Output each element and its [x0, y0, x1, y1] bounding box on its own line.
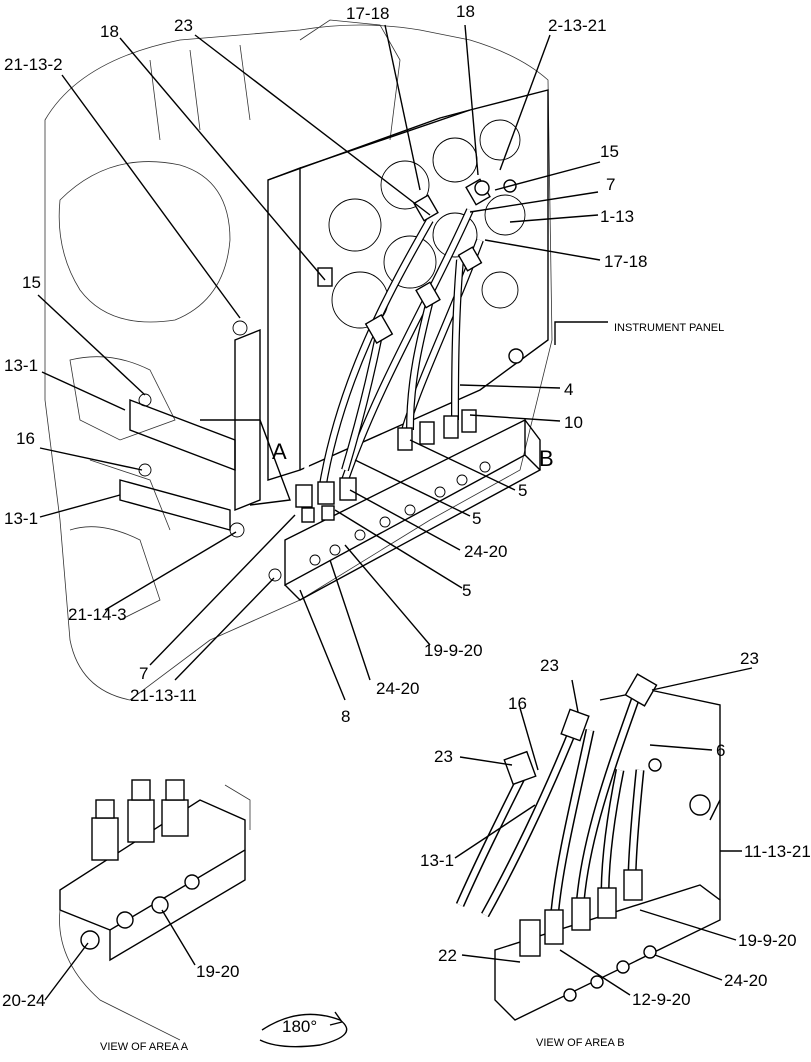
- leader-lines-main: [37, 24, 608, 701]
- callout-19-20: 19-20: [196, 962, 239, 981]
- instrument-panel: [267, 89, 549, 481]
- rotation-label: 180°: [282, 1017, 317, 1036]
- callout-19-9-20-b: 19-9-20: [738, 931, 797, 950]
- callout-24-20-low: 24-20: [376, 679, 419, 698]
- callout-18-left: 18: [100, 22, 119, 41]
- area-b-letter: B: [539, 446, 554, 471]
- callout-13-1-lower: 13-1: [4, 509, 38, 528]
- callout-21-13-2: 21-13-2: [4, 55, 63, 74]
- inset-view-area-b: [454, 667, 753, 1021]
- callout-11-13-21: 11-13-21: [744, 842, 811, 861]
- callout-24-20-b: 24-20: [724, 971, 767, 990]
- callout-13-1-b: 13-1: [420, 851, 454, 870]
- callout-13-1-upper: 13-1: [4, 356, 38, 375]
- callout-10: 10: [564, 413, 583, 432]
- callout-15-right: 15: [600, 142, 619, 161]
- callout-19-9-20-mid: 19-9-20: [424, 641, 483, 660]
- callout-1-13: 1-13: [600, 207, 634, 226]
- callout-21-14-3: 21-14-3: [68, 605, 127, 624]
- callout-16-left: 16: [16, 429, 35, 448]
- callout-18-top: 18: [456, 2, 475, 21]
- callout-16-b: 16: [508, 694, 527, 713]
- hoses-main: [302, 208, 484, 491]
- callout-23-b2: 23: [740, 649, 759, 668]
- callout-23-b3: 23: [434, 747, 453, 766]
- callout-2-13-21: 2-13-21: [548, 16, 607, 35]
- callout-7-right: 7: [606, 175, 615, 194]
- callout-12-9-20: 12-9-20: [632, 990, 691, 1009]
- callout-7-low: 7: [139, 664, 148, 683]
- callout-24-20-mid: 24-20: [464, 542, 507, 561]
- callout-15-left: 15: [22, 273, 41, 292]
- callout-5-a: 5: [518, 481, 527, 500]
- callout-20-24: 20-24: [2, 991, 45, 1010]
- callout-6: 6: [716, 741, 725, 760]
- manifold-block-main: [284, 418, 542, 601]
- caption-view-area-b: VIEW OF AREA B: [536, 1037, 625, 1049]
- callout-21-13-11: 21-13-11: [130, 686, 197, 705]
- callout-5-c: 5: [462, 581, 471, 600]
- callout-8: 8: [341, 707, 350, 726]
- callout-23-b1: 23: [540, 656, 559, 675]
- callout-17-18-top: 17-18: [346, 4, 389, 23]
- callout-17-18-right: 17-18: [604, 252, 647, 271]
- inset-view-area-a: [44, 779, 251, 1041]
- area-a-letter: A: [272, 439, 287, 464]
- rotation-arrow-180: [259, 1011, 348, 1048]
- bracket-area-a: [119, 320, 291, 582]
- callout-4: 4: [564, 380, 573, 399]
- caption-view-area-a: VIEW OF AREA A: [100, 1041, 189, 1053]
- callout-5-b: 5: [472, 509, 481, 528]
- callout-23-top: 23: [174, 16, 193, 35]
- callout-22: 22: [438, 946, 457, 965]
- instrument-panel-note: INSTRUMENT PANEL: [614, 322, 724, 334]
